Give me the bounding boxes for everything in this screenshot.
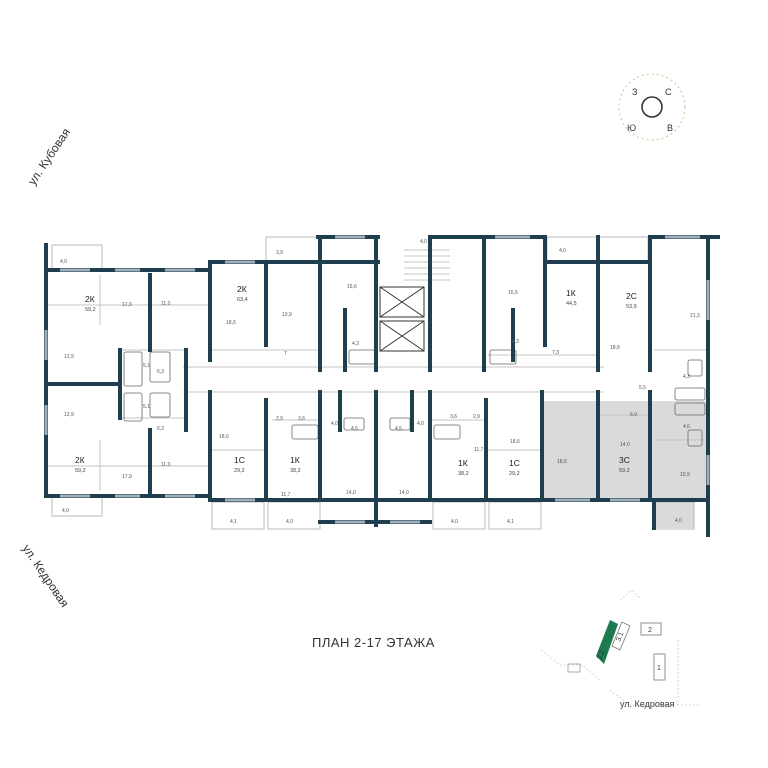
- room-area: 2,9: [276, 416, 283, 422]
- street-label-south: ул. Кедровая: [20, 542, 72, 610]
- room-area: 4,3: [512, 339, 519, 345]
- apt-area: 59,2: [75, 468, 86, 474]
- apt-area: 59,2: [619, 468, 630, 474]
- apt-type: 1К: [566, 288, 576, 298]
- room-area: 10,9: [680, 472, 690, 478]
- apt-area: 44,5: [566, 301, 577, 307]
- room-area: 7: [284, 351, 287, 357]
- building-3-2-label: 3.2: [596, 649, 606, 661]
- room-area: 11,0: [161, 301, 171, 307]
- building-1: [653, 653, 666, 681]
- apt-area: 38,2: [458, 471, 469, 477]
- room-area: 15,6: [347, 284, 357, 290]
- building-plan: 2К 59,2 2К 63,4 1К 44,5 2С 53,9 2К 59,2 …: [44, 235, 720, 537]
- room-area: 14,0: [399, 490, 409, 496]
- room-area: 5,1: [143, 363, 150, 369]
- room-area: 4,0: [60, 259, 67, 265]
- room-area: 5,1: [143, 404, 150, 410]
- street-label-north: ул. Кубовая: [25, 126, 73, 188]
- room-area-labels: 4,0 17,9 11,0 12,9 5,1 6,3 3,9 18,6 13,9…: [60, 239, 700, 525]
- building-2-label: 2: [648, 627, 652, 634]
- room-area: 12,9: [64, 412, 74, 418]
- building-3-2: [596, 620, 618, 664]
- apt-type: 3С: [619, 455, 630, 465]
- highlighted-balcony: [654, 500, 694, 528]
- apt-area: 63,4: [237, 297, 248, 303]
- room-area: 11,0: [161, 462, 171, 468]
- plan-title: ПЛАН 2-17 ЭТАЖА: [312, 635, 435, 650]
- room-area: 13,9: [282, 312, 292, 318]
- compass-rose: З С Ю В: [618, 73, 686, 141]
- apt-type: 1С: [234, 455, 245, 465]
- room-area: 4,0: [420, 239, 427, 245]
- room-area: 3,9: [276, 250, 283, 256]
- room-area: 7,3: [552, 350, 559, 356]
- room-area: 4,6: [683, 424, 690, 430]
- room-area: 12,9: [64, 354, 74, 360]
- room-area: 4,5: [395, 426, 402, 432]
- site-street-label: ул. Кедровая: [620, 699, 675, 709]
- room-area: 4,0: [675, 518, 682, 524]
- room-area: 15,5: [508, 290, 518, 296]
- apt-type: 1С: [509, 458, 520, 468]
- room-area: 18,6: [226, 320, 236, 326]
- highlighted-apartment: [544, 401, 708, 500]
- room-area: 21,3: [690, 313, 700, 319]
- building-3-1-label: 3.1: [615, 631, 625, 643]
- room-area: 3,6: [450, 414, 457, 420]
- room-area: 18,8: [557, 459, 567, 465]
- room-area: 11,7: [474, 447, 484, 453]
- room-area: 4,3: [683, 374, 690, 380]
- room-area: 4,0: [62, 508, 69, 514]
- apt-area: 38,2: [290, 468, 301, 474]
- room-area: 17,9: [122, 474, 132, 480]
- room-area: 18,6: [219, 434, 229, 440]
- room-area: 4,0: [559, 248, 566, 254]
- room-area: 4,5: [351, 426, 358, 432]
- room-area: 6,3: [157, 426, 164, 432]
- apt-type: 2К: [237, 284, 247, 294]
- apt-type: 1К: [458, 458, 468, 468]
- apt-area: 29,2: [509, 471, 520, 477]
- room-area: 3,6: [298, 416, 305, 422]
- site-minimap: 3.2 3.1 2 1 ул. Кедровая: [540, 589, 700, 709]
- room-area: 18,8: [610, 345, 620, 351]
- room-area: 2,9: [473, 414, 480, 420]
- apt-type: 2С: [626, 291, 637, 301]
- room-area: 4,3: [352, 341, 359, 347]
- room-area: 11,7: [281, 492, 291, 498]
- compass-west: З: [632, 87, 637, 97]
- compass-east: В: [667, 123, 673, 133]
- building-1-label: 1: [657, 665, 661, 672]
- room-area: 4,1: [230, 519, 237, 525]
- building-3-1: [611, 621, 631, 651]
- apt-type: 2К: [75, 455, 85, 465]
- apt-area: 59,2: [85, 307, 96, 313]
- apt-type: 2К: [85, 294, 95, 304]
- compass-north: С: [665, 87, 672, 97]
- compass-south: Ю: [627, 123, 636, 133]
- apartment-labels: 2К 59,2 2К 63,4 1К 44,5 2С 53,9 2К 59,2 …: [75, 284, 637, 477]
- room-area: 4,0: [451, 519, 458, 525]
- room-area: 6,9: [630, 412, 637, 418]
- room-area: 17,9: [122, 302, 132, 308]
- room-area: 4,1: [507, 519, 514, 525]
- room-area: 5,5: [639, 385, 646, 391]
- apt-area: 29,2: [234, 468, 245, 474]
- room-area: 4,0: [417, 421, 424, 427]
- room-area: 4,0: [286, 519, 293, 525]
- room-area: 14,0: [620, 442, 630, 448]
- room-area: 18,6: [510, 439, 520, 445]
- apt-type: 1К: [290, 455, 300, 465]
- room-area: 14,0: [346, 490, 356, 496]
- room-area: 4,0: [331, 421, 338, 427]
- apt-area: 53,9: [626, 304, 637, 310]
- building-2: [640, 622, 662, 636]
- room-area: 6,3: [157, 369, 164, 375]
